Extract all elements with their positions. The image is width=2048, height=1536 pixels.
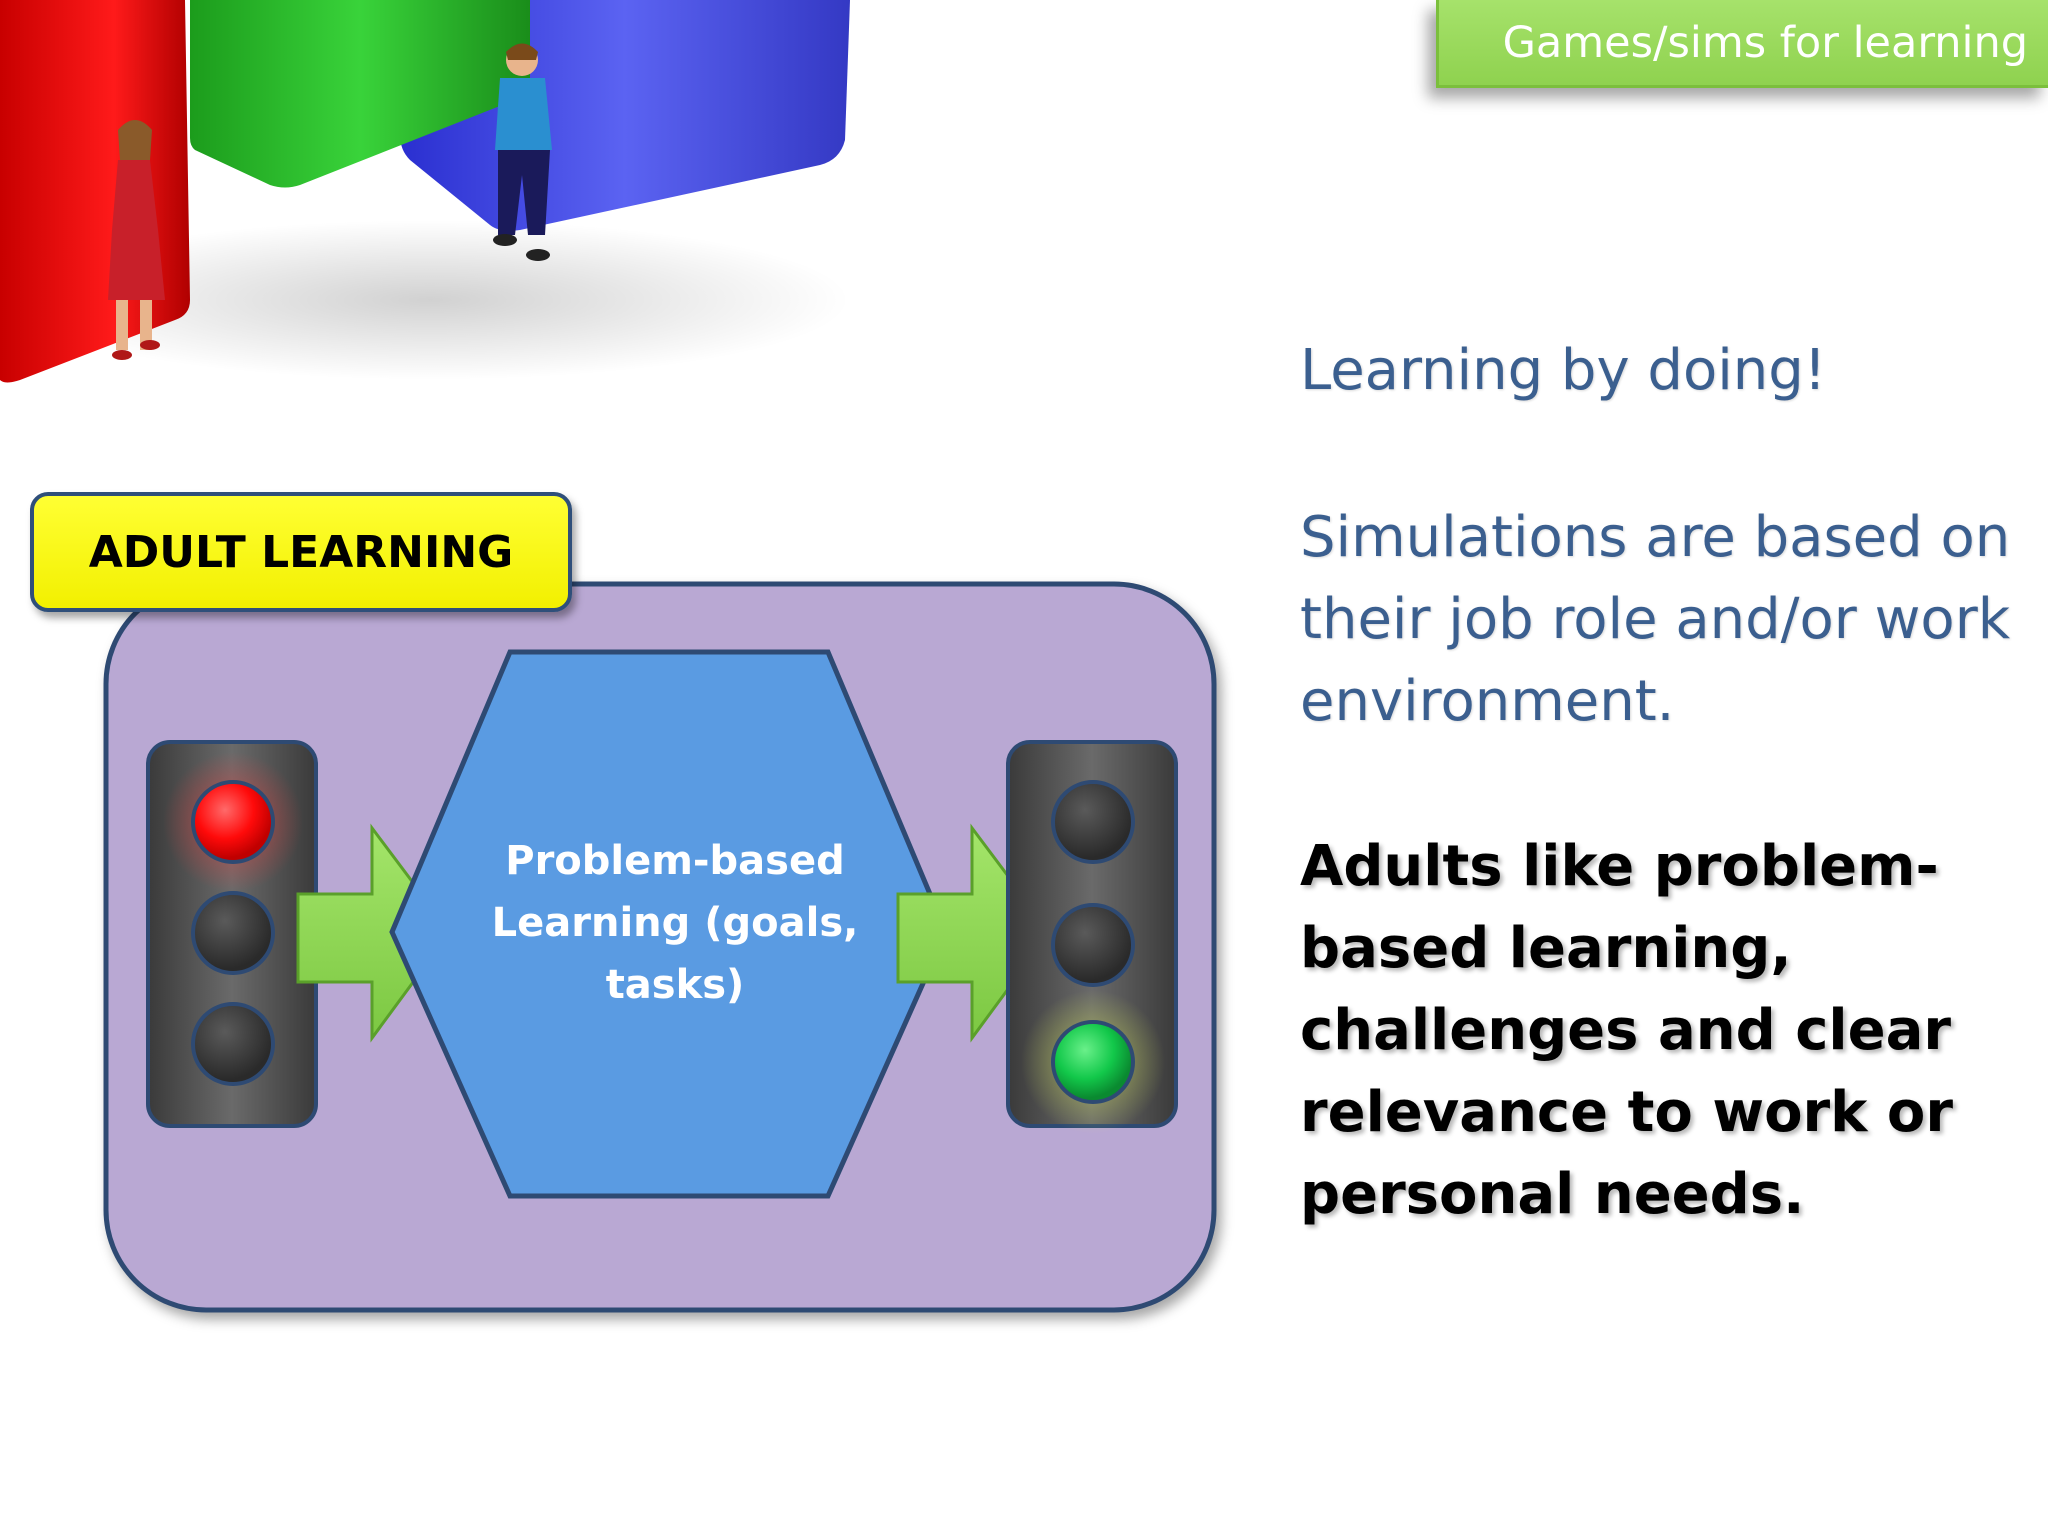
left-arrow-icon <box>296 823 452 1043</box>
adult-learning-label: ADULT LEARNING <box>30 492 572 612</box>
red-light-on <box>191 780 275 864</box>
adults-like-text: Adults like problem-based learning, chal… <box>1300 834 1953 1227</box>
amber-light-off <box>1051 903 1135 987</box>
woman-figure <box>108 120 165 360</box>
learning-by-doing-text: Learning by doing! <box>1300 338 1827 403</box>
green-light-on <box>1051 1020 1135 1104</box>
left-traffic-light <box>146 740 318 1128</box>
green-light-off <box>191 1002 275 1086</box>
blocks-illustration <box>0 0 850 383</box>
red-light-off <box>1051 780 1135 864</box>
right-traffic-light <box>1006 740 1178 1134</box>
simulations-text: Simulations are based on their job role … <box>1300 505 2011 734</box>
amber-light-off <box>191 891 275 975</box>
adult-learning-label-text: ADULT LEARNING <box>88 526 514 578</box>
slide-title: Games/sims for learning <box>1502 17 2028 68</box>
hexagon-text: Problem-based Learning (goals, tasks) <box>491 838 859 1008</box>
title-tab: Games/sims for learning <box>1436 0 2048 88</box>
problem-hexagon <box>389 649 949 1199</box>
man-figure <box>493 43 552 261</box>
adult-learning-diagram <box>103 581 1217 1313</box>
